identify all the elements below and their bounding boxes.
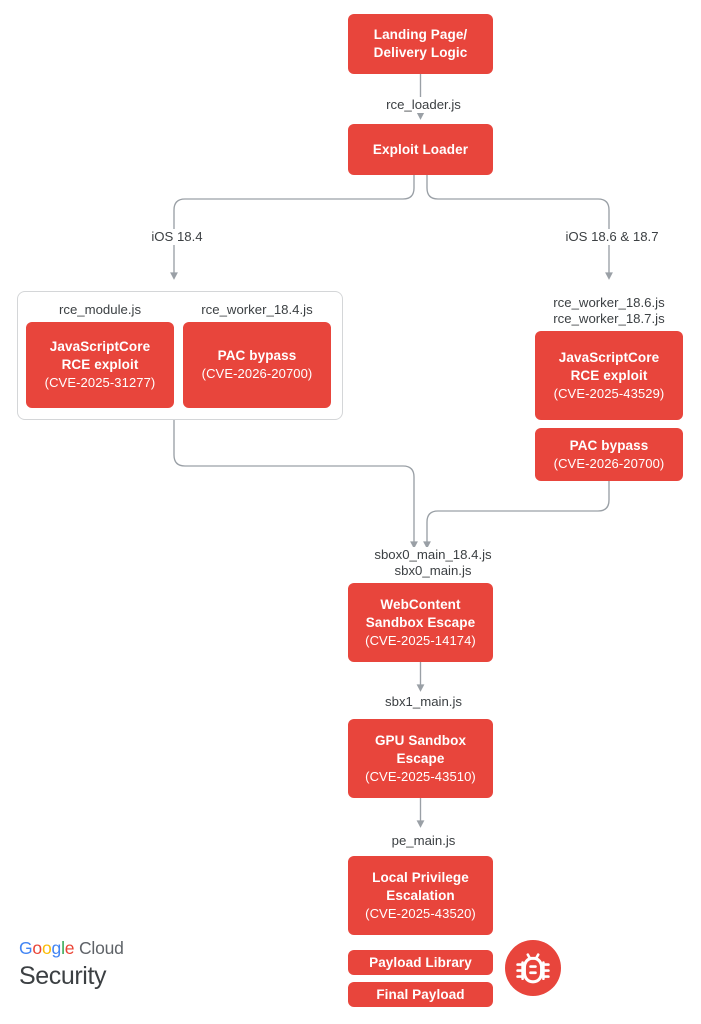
node-landing-page[interactable]: Landing Page/ Delivery Logic bbox=[348, 14, 493, 74]
logo-word-security: Security bbox=[19, 962, 107, 990]
node-pac-bypass-186-cve: (CVE-2026-20700) bbox=[553, 455, 665, 471]
node-webcontent-cve: (CVE-2025-14174) bbox=[365, 632, 476, 648]
node-landing-page-line1: Landing Page/ bbox=[373, 27, 468, 42]
node-final-payload[interactable]: Final Payload bbox=[348, 982, 493, 1007]
logo-letter-g1: G bbox=[19, 938, 33, 958]
logo-letter-e: e bbox=[64, 938, 75, 958]
node-lpe-line1: Local Privilege bbox=[372, 869, 469, 885]
node-pac-bypass-184[interactable]: PAC bypass (CVE-2026-20700) bbox=[183, 322, 331, 408]
node-gpu-line2: Escape bbox=[396, 750, 445, 766]
node-gpu-line1: GPU Sandbox bbox=[374, 732, 467, 748]
node-jsc-rce-184-line2: RCE exploit bbox=[61, 357, 139, 372]
edge-label-sbox0: sbox0_main_18.4.js sbx0_main.js bbox=[340, 547, 526, 579]
bug-badge bbox=[504, 939, 562, 997]
node-jsc-rce-186-line2: RCE exploit bbox=[570, 367, 648, 383]
node-pac-bypass-186-line1: PAC bypass bbox=[569, 437, 649, 453]
node-gpu-sandbox-escape[interactable]: GPU Sandbox Escape (CVE-2025-43510) bbox=[348, 719, 493, 798]
node-webcontent-line2: Sandbox Escape bbox=[365, 614, 476, 630]
node-landing-page-line2: Delivery Logic bbox=[373, 45, 468, 60]
node-webcontent-sandbox-escape[interactable]: WebContent Sandbox Escape (CVE-2025-1417… bbox=[348, 583, 493, 662]
node-local-privilege-escalation[interactable]: Local Privilege Escalation (CVE-2025-435… bbox=[348, 856, 493, 935]
edge-label-rce-worker-184: rce_worker_18.4.js bbox=[201, 302, 313, 317]
edge-label-sbx1: sbx1_main.js bbox=[348, 694, 499, 710]
node-jsc-rce-184-line1: JavaScriptCore bbox=[49, 339, 151, 354]
google-cloud-wordmark: Google Cloud bbox=[19, 938, 124, 958]
node-pac-bypass-186[interactable]: PAC bypass (CVE-2026-20700) bbox=[535, 428, 683, 481]
node-jsc-rce-184[interactable]: JavaScriptCore RCE exploit (CVE-2025-312… bbox=[26, 322, 174, 408]
node-jsc-rce-184-cve: (CVE-2025-31277) bbox=[44, 375, 156, 390]
node-lpe-line2: Escalation bbox=[386, 887, 455, 903]
edge-label-rce-loader: rce_loader.js bbox=[348, 97, 499, 113]
node-gpu-cve: (CVE-2025-43510) bbox=[365, 768, 476, 784]
logo-letter-g2: g bbox=[51, 938, 62, 958]
node-pac-bypass-184-line1: PAC bypass bbox=[217, 348, 297, 363]
node-exploit-loader-label: Exploit Loader bbox=[372, 141, 469, 157]
edge-label-pe-main: pe_main.js bbox=[348, 833, 499, 849]
node-jsc-rce-186-cve: (CVE-2025-43529) bbox=[553, 385, 665, 401]
edge-label-ios-184: iOS 18.4 bbox=[114, 229, 240, 245]
bug-icon bbox=[505, 940, 561, 996]
edge-label-rce-worker-186-187: rce_worker_18.6.js rce_worker_18.7.js bbox=[553, 295, 665, 326]
edge-label-ios-186-187: iOS 18.6 & 18.7 bbox=[539, 229, 685, 245]
node-jsc-rce-186[interactable]: JavaScriptCore RCE exploit (CVE-2025-435… bbox=[535, 331, 683, 420]
google-cloud-security-logo: Google Cloud Security bbox=[19, 938, 124, 991]
node-jsc-rce-186-line1: JavaScriptCore bbox=[558, 349, 660, 365]
logo-word-cloud: Cloud bbox=[74, 938, 124, 958]
logo-letter-o1: o bbox=[32, 938, 42, 958]
node-payload-library-label: Payload Library bbox=[369, 954, 472, 970]
logo-letter-l: l bbox=[61, 938, 65, 958]
node-lpe-cve: (CVE-2025-43520) bbox=[365, 905, 476, 921]
node-final-payload-label: Final Payload bbox=[376, 986, 465, 1002]
node-webcontent-line1: WebContent bbox=[380, 596, 461, 612]
node-exploit-loader[interactable]: Exploit Loader bbox=[348, 124, 493, 175]
edge-label-rce-module: rce_module.js bbox=[58, 302, 142, 317]
logo-letter-o2: o bbox=[41, 938, 52, 958]
node-pac-bypass-184-cve: (CVE-2026-20700) bbox=[201, 366, 313, 381]
node-payload-library[interactable]: Payload Library bbox=[348, 950, 493, 975]
